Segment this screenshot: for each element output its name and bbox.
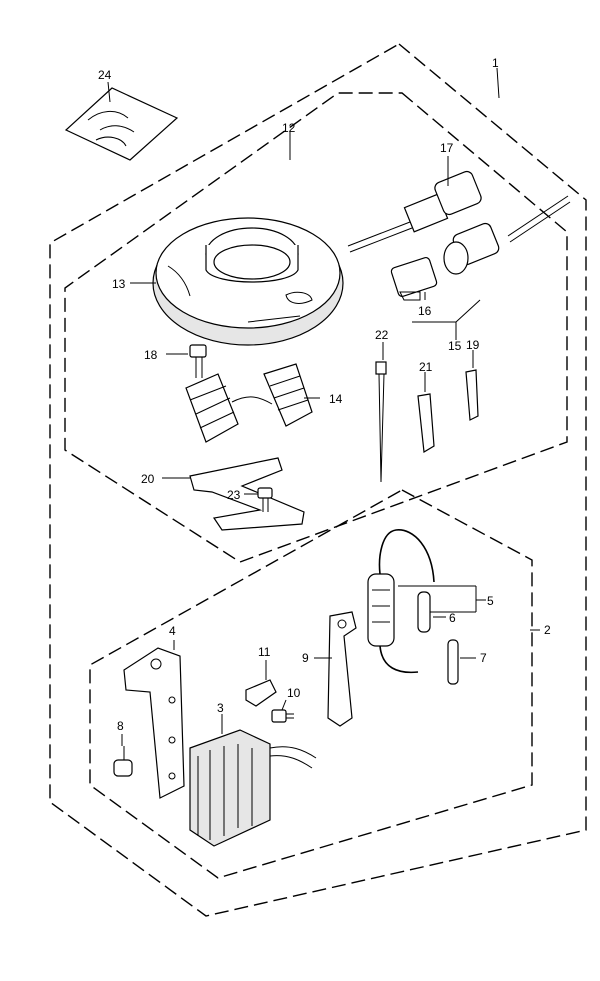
bolt-10-part: [271, 709, 294, 723]
callout-24: 24: [98, 68, 112, 82]
callout-22: 22: [375, 328, 389, 342]
callout-16: 16: [418, 304, 432, 318]
callout-18: 18: [144, 348, 158, 362]
fuse-holder-part: [367, 529, 435, 674]
cable-tie-part: [375, 361, 387, 483]
mounting-bracket-part: [123, 647, 185, 799]
callout-7: 7: [480, 651, 487, 665]
stator-plate-part: [152, 217, 344, 346]
terminal-9-part: [327, 611, 357, 727]
callout-6: 6: [449, 611, 456, 625]
stud-8-part: [113, 746, 133, 777]
terminal-21-part: [417, 393, 435, 453]
callout-14: 14: [329, 392, 343, 406]
callout-10: 10: [287, 686, 301, 700]
callout-5: 5: [487, 594, 494, 608]
callout-3: 3: [217, 701, 224, 715]
callout-11: 11: [258, 645, 271, 659]
bracket-11-part: [245, 679, 277, 707]
bag-part: [64, 87, 179, 161]
callout-2: 2: [544, 623, 551, 637]
callout-13: 13: [112, 277, 126, 291]
screw-23-part: [257, 487, 273, 512]
callout-4: 4: [169, 624, 176, 638]
bolt-18-part: [189, 344, 207, 378]
callout-8: 8: [117, 719, 124, 733]
callout-23: 23: [227, 488, 241, 502]
callout-12: 12: [282, 121, 296, 135]
callout-9: 9: [302, 651, 309, 665]
assembly-box-outer: [49, 43, 587, 917]
callout-20: 20: [141, 472, 155, 486]
leader-lines: [107, 67, 540, 746]
callout-17: 17: [440, 141, 454, 155]
callout-21: 21: [419, 360, 433, 374]
callout-15: 15: [448, 339, 462, 353]
brush-pair-part: [185, 363, 313, 443]
terminal-7-part: [447, 639, 459, 685]
regulator-part: [189, 729, 317, 847]
regulator-kit-box: [89, 489, 533, 879]
callout-1: 1: [492, 56, 499, 70]
callout-19: 19: [466, 338, 480, 352]
stator-kit-box: [64, 92, 568, 563]
terminal-19-part: [465, 369, 479, 421]
connector-parts: [347, 170, 571, 301]
